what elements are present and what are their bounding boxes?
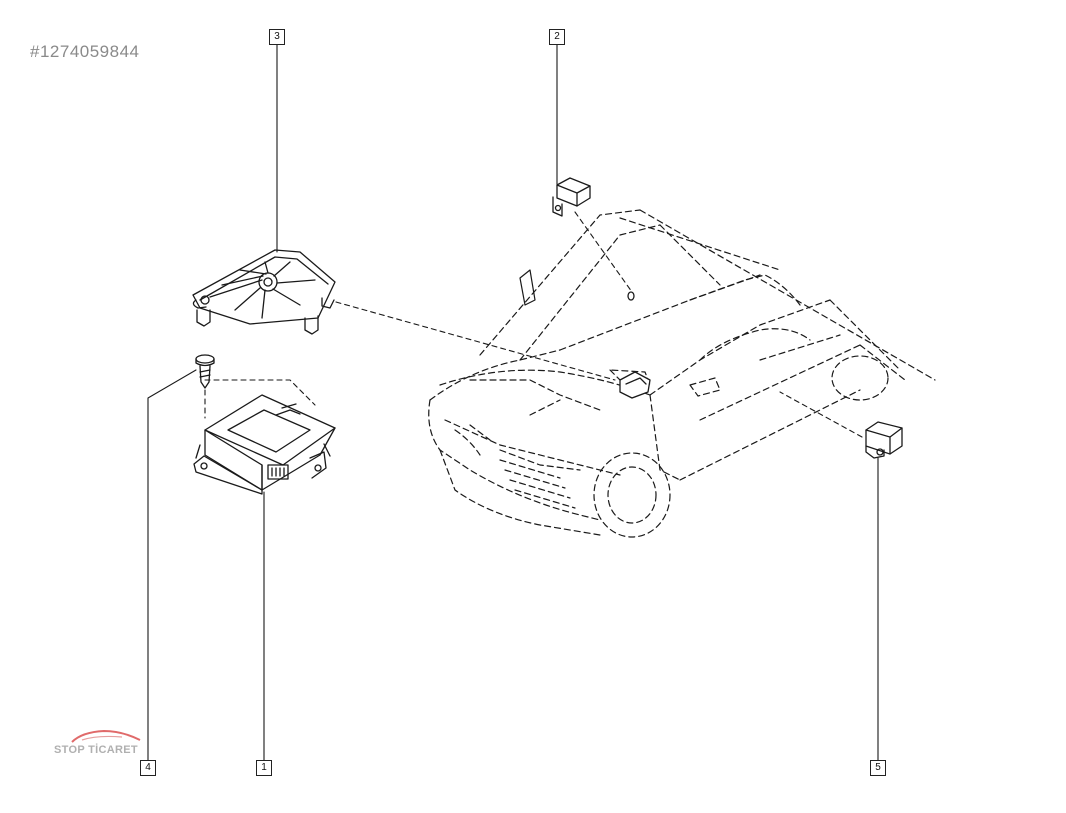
screw-part bbox=[195, 354, 215, 389]
callout-3: 3 bbox=[269, 29, 285, 45]
callout-5: 5 bbox=[870, 760, 886, 776]
car-logo-icon bbox=[71, 729, 141, 743]
vehicle-outline bbox=[428, 209, 936, 538]
watermark-text: STOP TİCARET bbox=[54, 744, 138, 756]
callout-leaders bbox=[147, 44, 879, 761]
airbag-control-unit-part bbox=[193, 394, 336, 495]
mounting-bracket-part bbox=[192, 249, 336, 335]
reference-number: #1274059844 bbox=[30, 42, 140, 61]
callout-2: 2 bbox=[549, 29, 565, 45]
callout-1: 1 bbox=[256, 760, 272, 776]
watermark-logo: STOP TİCARET bbox=[52, 726, 162, 770]
front-impact-sensor-part bbox=[552, 177, 591, 217]
assembly-leader-lines bbox=[204, 211, 863, 438]
side-impact-sensor-part bbox=[865, 421, 903, 459]
callout-4: 4 bbox=[140, 760, 156, 776]
installed-unit bbox=[619, 291, 651, 399]
